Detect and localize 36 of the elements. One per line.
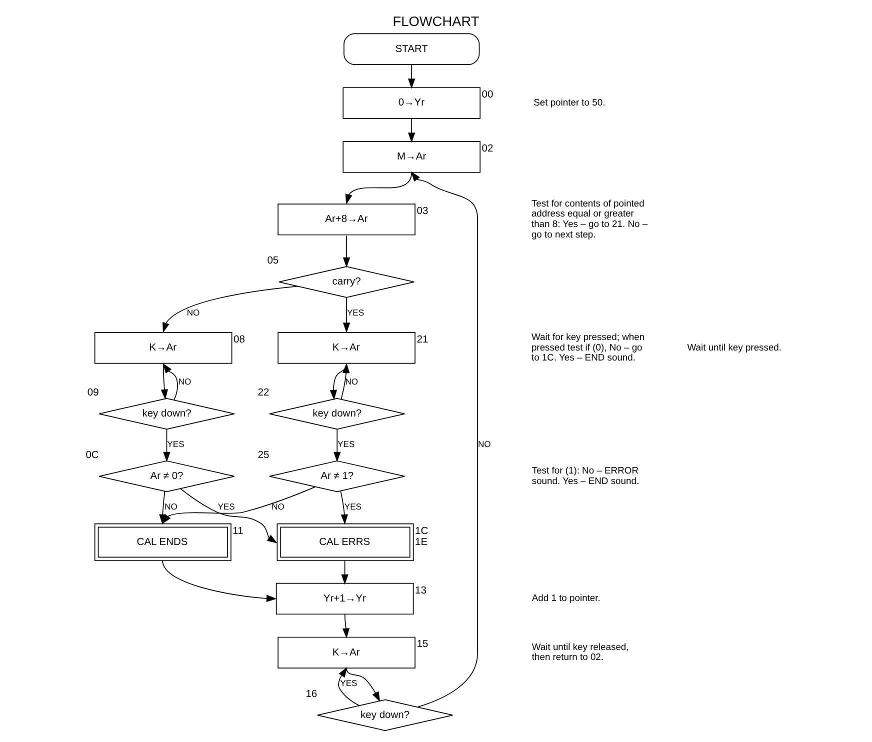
node-label: 13: [415, 585, 426, 596]
edge-label: NO: [272, 502, 284, 512]
node-label: 21: [416, 334, 428, 346]
node-label: 05: [267, 256, 279, 267]
node-label: 16: [306, 688, 318, 700]
edge-label: NO: [478, 439, 491, 450]
node-label: 11: [232, 526, 244, 537]
edge-label: YES: [218, 502, 235, 512]
label: Test for (1): No – ERROR sound. Yes – END sound.: [532, 464, 640, 486]
node-label: 25: [258, 450, 270, 461]
edge-label: YES: [338, 439, 355, 450]
edge-label: NO: [178, 376, 192, 387]
node-label: 00: [482, 90, 494, 101]
node-label: 1C: [415, 526, 428, 537]
edge-label: YES: [167, 439, 184, 450]
label: Set pointer to 50.: [534, 96, 606, 108]
edge-label: YES: [340, 678, 358, 688]
node-label: 03: [416, 206, 428, 217]
label: Test for contents of pointed address equal or greater than 8: Yes – go to 21. No – go to next step.: [531, 197, 648, 240]
label: Wait for key pressed; when pressed test if (0), No – go to 1C. Yes – END sound.: [531, 331, 645, 363]
node-label: 09: [87, 387, 99, 398]
label: Wait until key pressed.: [687, 341, 782, 352]
edge-label: YES: [346, 307, 364, 318]
edge-label: NO: [345, 376, 358, 387]
label: Add 1 to pointer.: [532, 592, 600, 604]
node-label: 02: [482, 143, 494, 154]
node-label: 1E: [415, 536, 428, 548]
edge-label: NO: [186, 307, 200, 318]
node-label: 22: [258, 387, 270, 398]
label: Wait until key released, then return to 02.: [532, 640, 629, 662]
edge-label: YES: [344, 502, 362, 512]
node-label: 08: [234, 334, 245, 346]
node-label: 15: [416, 639, 428, 650]
edge-label: NO: [164, 502, 178, 512]
diagram-title: FLOWCHART: [392, 14, 480, 29]
node-label: 0C: [86, 450, 99, 461]
